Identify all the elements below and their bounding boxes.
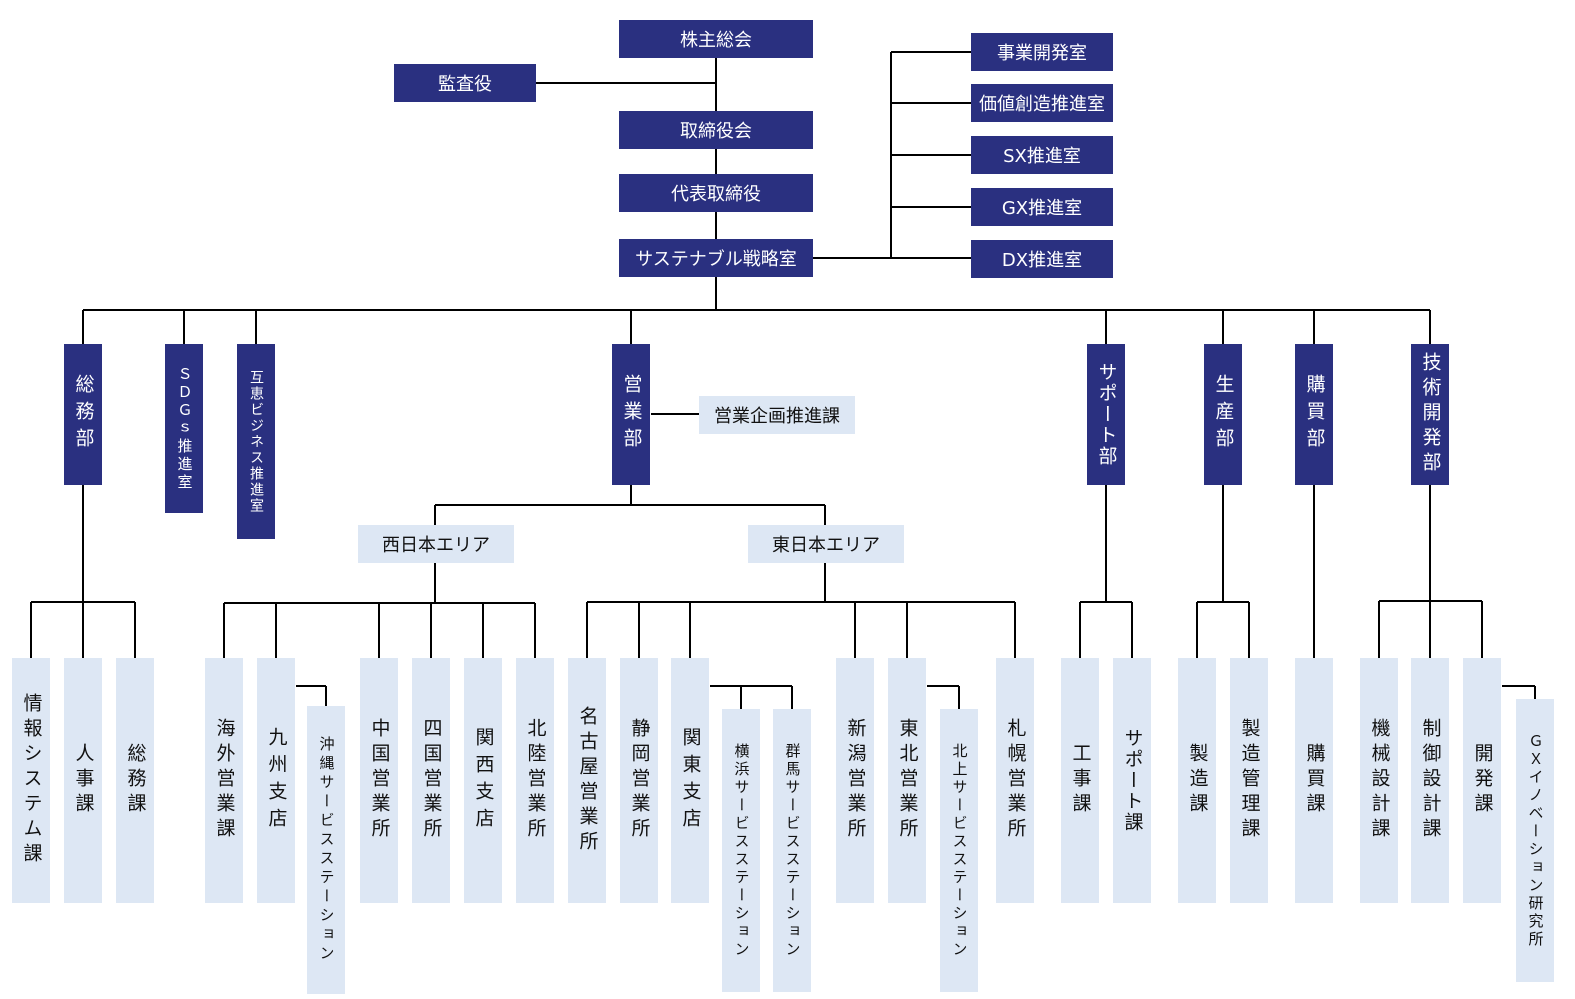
unit-personnel-label: 人事課 <box>72 743 95 818</box>
unit-construction: 工事課 <box>1061 658 1099 903</box>
office-sx: SX推進室 <box>971 136 1113 174</box>
unit-chugoku-office: 中国営業所 <box>360 658 398 903</box>
unit-yokohama-station-label: 横浜サービスステーション <box>732 742 751 959</box>
unit-mfg-management-label: 製造管理課 <box>1238 718 1261 843</box>
unit-support: サポート課 <box>1113 658 1151 903</box>
unit-nagoya-office: 名古屋営業所 <box>568 658 606 903</box>
dept-production: 生産部 <box>1204 344 1242 485</box>
dept-support-label: サポート部 <box>1095 362 1118 467</box>
unit-mechanical-design: 機械設計課 <box>1360 658 1398 903</box>
unit-gx-innovation-lab-label: ＧＸイノベーション研究所 <box>1526 732 1545 949</box>
unit-gunma-station: 群馬サービスステーション <box>773 709 811 992</box>
office-value-creation: 価値創造推進室 <box>971 84 1113 122</box>
unit-purchasing: 購買課 <box>1295 658 1333 903</box>
unit-kanto-branch: 関東支店 <box>671 658 709 903</box>
unit-info-system-label: 情報システム課 <box>20 693 43 868</box>
unit-manufacturing: 製造課 <box>1178 658 1216 903</box>
unit-kitakami-station-label: 北上サービスステーション <box>950 742 969 959</box>
office-business-development: 事業開発室 <box>971 33 1113 71</box>
unit-shizuoka-office-label: 静岡営業所 <box>628 718 651 843</box>
unit-overseas-sales-label: 海外営業課 <box>213 718 236 843</box>
dept-sales: 営業部 <box>612 344 650 485</box>
dept-sdgs: ＳＤＧｓ推進室 <box>165 344 203 513</box>
unit-tohoku-office-label: 東北営業所 <box>896 718 919 843</box>
unit-purchasing-label: 購買課 <box>1303 743 1326 818</box>
unit-support-label: サポート課 <box>1121 728 1144 833</box>
unit-shikoku-office-label: 四国営業所 <box>420 718 443 843</box>
west-japan-area-box: 西日本エリア <box>358 525 514 563</box>
sustainable-strategy-office-box: サステナブル戦略室 <box>619 239 813 277</box>
unit-development: 開発課 <box>1463 658 1501 903</box>
dept-purchasing-label: 購買部 <box>1303 374 1326 455</box>
unit-mechanical-design-label: 機械設計課 <box>1368 718 1391 843</box>
dept-purchasing: 購買部 <box>1295 344 1333 485</box>
unit-kansai-branch-label: 関西支店 <box>472 726 495 835</box>
dept-general-affairs-label: 総務部 <box>72 374 95 455</box>
unit-control-design: 制御設計課 <box>1411 658 1449 903</box>
dept-mutual-business: 互恵ビジネス推進室 <box>237 344 275 539</box>
office-gx: GX推進室 <box>971 188 1113 226</box>
president-box: 代表取締役 <box>619 174 813 212</box>
unit-overseas-sales: 海外営業課 <box>205 658 243 903</box>
unit-manufacturing-label: 製造課 <box>1186 743 1209 818</box>
unit-control-design-label: 制御設計課 <box>1419 718 1442 843</box>
board-box: 取締役会 <box>619 111 813 149</box>
unit-development-label: 開発課 <box>1471 743 1494 818</box>
unit-gx-innovation-lab: ＧＸイノベーション研究所 <box>1516 699 1554 982</box>
dept-mutual-business-label: 互恵ビジネス推進室 <box>248 369 264 514</box>
dept-general-affairs: 総務部 <box>64 344 102 485</box>
unit-niigata-office: 新潟営業所 <box>836 658 874 903</box>
unit-info-system: 情報システム課 <box>12 658 50 903</box>
unit-construction-label: 工事課 <box>1069 743 1092 818</box>
unit-shikoku-office: 四国営業所 <box>412 658 450 903</box>
unit-niigata-office-label: 新潟営業所 <box>844 718 867 843</box>
unit-sapporo-office: 札幌営業所 <box>996 658 1034 903</box>
unit-general-label: 総務課 <box>124 743 147 818</box>
unit-kanto-branch-label: 関東支店 <box>679 726 702 835</box>
unit-shizuoka-office: 静岡営業所 <box>620 658 658 903</box>
shareholders-meeting-box: 株主総会 <box>619 20 813 58</box>
dept-support: サポート部 <box>1087 344 1125 485</box>
dept-tech-development-label: 技術開発部 <box>1419 352 1442 477</box>
dept-production-label: 生産部 <box>1212 374 1235 455</box>
unit-chugoku-office-label: 中国営業所 <box>368 718 391 843</box>
sales-planning-box: 営業企画推進課 <box>699 396 855 434</box>
dept-sales-label: 営業部 <box>620 374 643 455</box>
dept-sdgs-label: ＳＤＧｓ推進室 <box>175 365 194 492</box>
auditor-box: 監査役 <box>394 64 536 102</box>
unit-gunma-station-label: 群馬サービスステーション <box>783 742 802 959</box>
unit-okinawa-station-label: 沖縄サービスステーション <box>317 736 336 964</box>
office-dx: DX推進室 <box>971 240 1113 278</box>
unit-hokuriku-office-label: 北陸営業所 <box>524 718 547 843</box>
unit-kyushu-branch: 九州支店 <box>257 658 295 903</box>
unit-hokuriku-office: 北陸営業所 <box>516 658 554 903</box>
unit-kyushu-branch-label: 九州支店 <box>265 726 288 835</box>
unit-tohoku-office: 東北営業所 <box>888 658 926 903</box>
east-japan-area-box: 東日本エリア <box>748 525 904 563</box>
unit-nagoya-office-label: 名古屋営業所 <box>576 705 599 856</box>
dept-tech-development: 技術開発部 <box>1411 344 1449 485</box>
unit-mfg-management: 製造管理課 <box>1230 658 1268 903</box>
unit-personnel: 人事課 <box>64 658 102 903</box>
unit-general: 総務課 <box>116 658 154 903</box>
unit-kitakami-station: 北上サービスステーション <box>940 709 978 992</box>
unit-sapporo-office-label: 札幌営業所 <box>1004 718 1027 843</box>
unit-kansai-branch: 関西支店 <box>464 658 502 903</box>
unit-okinawa-station: 沖縄サービスステーション <box>307 706 345 994</box>
unit-yokohama-station: 横浜サービスステーション <box>722 709 760 992</box>
